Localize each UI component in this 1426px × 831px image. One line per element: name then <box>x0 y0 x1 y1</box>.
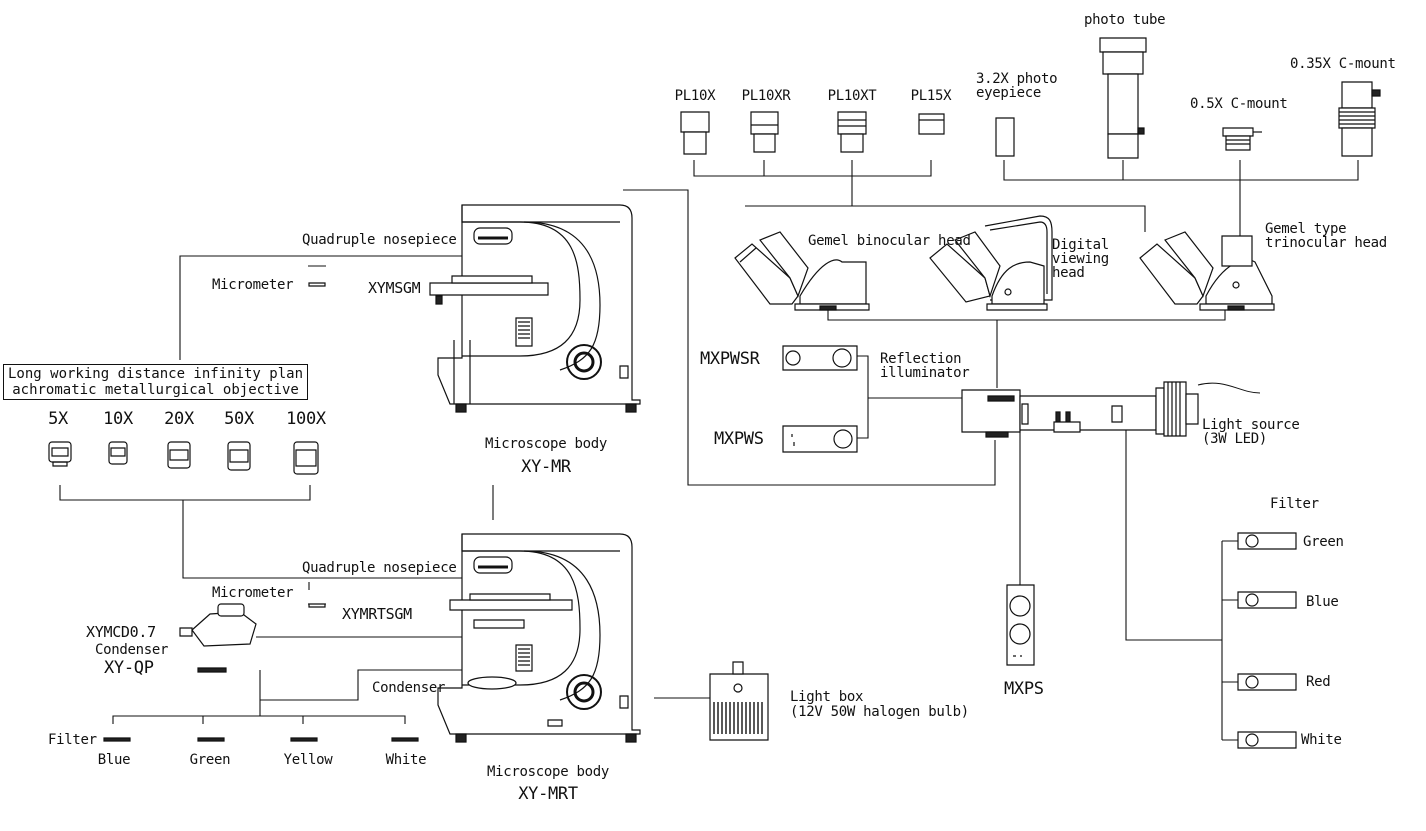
eyepiece-label: PL15X <box>910 88 952 104</box>
filter-white-label: White <box>385 752 427 768</box>
lower-body-name: Microscope body <box>487 764 609 780</box>
upper-nosepiece-label: Quadruple nosepiece <box>302 232 457 248</box>
objective-label: 20X <box>164 409 194 429</box>
objective-label: 10X <box>103 409 133 429</box>
filter-green-label: Green <box>189 752 231 768</box>
mxpwsr-slider[interactable] <box>783 346 857 370</box>
condenser-word-label: Condenser <box>95 642 169 658</box>
mxpws-slider[interactable] <box>783 426 857 452</box>
filter-green-slider[interactable] <box>1238 533 1296 549</box>
light-box-label: Light box (12V 50W halogen bulb) <box>790 689 969 720</box>
c-mount-0-5x-label: 0.5X C-mount <box>1190 96 1288 112</box>
upper-micrometer-label: Micrometer <box>212 277 294 293</box>
c-mount-0-35x-label: 0.35X C-mount <box>1290 56 1396 72</box>
microscope-body-xy-mr[interactable] <box>430 205 640 412</box>
objective-10x[interactable] <box>109 442 127 464</box>
photo-eyepiece-3-2x[interactable] <box>996 118 1014 156</box>
illuminator-label: Reflection illuminator <box>880 351 970 381</box>
filter-blue-slider[interactable] <box>1238 592 1296 608</box>
digital-viewing-head[interactable] <box>930 216 1052 310</box>
filter-green-label: Green <box>1303 534 1344 550</box>
objective-5x[interactable] <box>49 442 71 466</box>
photo-tube[interactable] <box>1100 38 1146 158</box>
eyepiece-pl15x[interactable] <box>919 114 944 134</box>
upper-stage-label: XYMSGM <box>368 279 421 297</box>
upper-body-model: XY-MR <box>521 457 571 477</box>
objective-label: 50X <box>224 409 254 429</box>
filter-blue-label: Blue <box>1306 594 1339 610</box>
c-mount-0-35x[interactable] <box>1339 82 1380 156</box>
gemel-binocular-head[interactable] <box>735 232 869 310</box>
mxps-label: MXPS <box>1004 679 1044 699</box>
photo-tube-label: photo tube <box>1084 12 1166 28</box>
c-mount-0-5x[interactable] <box>1223 128 1262 150</box>
mxpws-label: MXPWS <box>714 429 764 449</box>
lower-micrometer-label: Micrometer <box>212 585 294 601</box>
lower-body-model: XY-MRT <box>518 784 578 804</box>
mxpwsr-label: MXPWSR <box>700 349 760 369</box>
objectives-title: Long working distance infinity plan achr… <box>3 364 309 400</box>
binocular-head-label: Gemel binocular head <box>808 233 971 249</box>
objective-100x[interactable] <box>294 442 318 474</box>
objective-label: 100X <box>286 409 326 429</box>
filter-white-slider[interactable] <box>1238 732 1296 748</box>
trinocular-head-label: Gemel type trinocular head <box>1265 221 1387 251</box>
upper-body-name: Microscope body <box>485 436 607 452</box>
filter-yellow-label: Yellow <box>283 752 333 768</box>
eyepiece-pl10xt[interactable] <box>838 112 866 152</box>
micrometer-lower[interactable] <box>309 604 325 607</box>
light-source-label: Light source (3W LED) <box>1202 417 1300 447</box>
condenser-code-label: XY-QP <box>104 658 154 678</box>
filter-blue-disc[interactable] <box>104 738 130 741</box>
micrometer-upper[interactable] <box>309 283 325 286</box>
filter-red-slider[interactable] <box>1238 674 1296 690</box>
condenser-model-label: XYMCD0.7 <box>86 623 156 641</box>
digital-head-label: Digital viewing head <box>1052 237 1109 281</box>
photo-eyepiece-label: 3.2X photo eyepiece <box>976 71 1058 101</box>
eyepiece-label: PL10XT <box>827 88 877 104</box>
eyepiece-label: PL10XR <box>741 88 791 104</box>
filter-green-disc[interactable] <box>198 738 224 741</box>
lower-nosepiece-label: Quadruple nosepiece <box>302 560 457 576</box>
right-filter-title: Filter <box>1270 496 1319 512</box>
filter-blue-label: Blue <box>97 752 131 768</box>
eyepiece-pl10xr[interactable] <box>751 112 778 152</box>
objective-50x[interactable] <box>228 442 250 470</box>
eyepiece-label: PL10X <box>674 88 716 104</box>
eyepiece-pl10x[interactable] <box>681 112 709 154</box>
condenser-label: Condenser <box>372 680 446 696</box>
microscope-body-xy-mrt[interactable] <box>438 534 640 742</box>
objective-label: 5X <box>48 409 68 429</box>
gemel-trinocular-head[interactable] <box>1140 232 1274 310</box>
mxps-slider[interactable] <box>1007 585 1034 665</box>
left-filter-title: Filter <box>48 732 97 748</box>
filter-white-disc[interactable] <box>392 738 418 741</box>
filter-yellow-disc[interactable] <box>291 738 317 741</box>
condenser-xy-qp[interactable] <box>180 604 256 672</box>
filter-red-label: Red <box>1306 674 1331 690</box>
filter-white-label: White <box>1301 732 1342 748</box>
light-box[interactable] <box>710 662 768 740</box>
objective-20x[interactable] <box>168 442 190 468</box>
reflection-illuminator[interactable] <box>962 390 1156 437</box>
connector-lines <box>59 160 1359 741</box>
lower-stage-label: XYMRTSGM <box>342 605 412 623</box>
light-source-led[interactable] <box>1156 382 1198 436</box>
